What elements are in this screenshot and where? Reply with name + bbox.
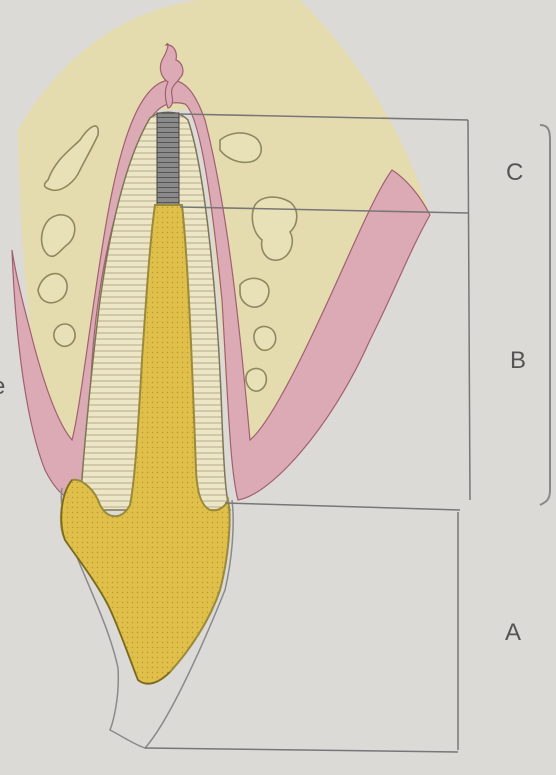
marrow-space (254, 327, 276, 351)
marrow-space (240, 278, 269, 307)
label-c: C (506, 159, 523, 186)
label-b: B (510, 347, 526, 374)
gutta-percha-seal (157, 113, 179, 207)
marrow-space (246, 369, 266, 392)
label-a: A (505, 619, 521, 646)
marrow-space (54, 324, 75, 346)
edge-letter-fragment: e (0, 373, 5, 400)
